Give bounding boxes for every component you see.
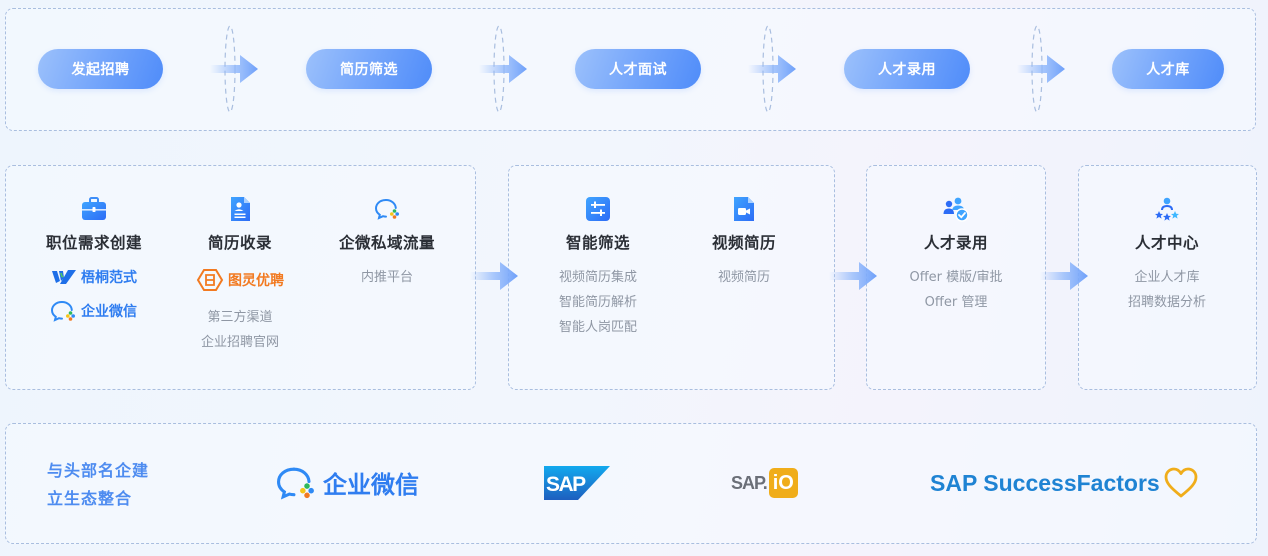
column-title: 智能筛选 [565, 234, 630, 252]
column-title: 人才中心 [1134, 234, 1199, 252]
partner-logo-sap-io: SAP. iO [731, 468, 798, 498]
brand-wutong: 梧桐范式 [51, 267, 137, 287]
flow-step-start-recruiting[interactable]: 发起招聘 [38, 49, 163, 89]
video-file-icon [734, 197, 754, 221]
flow-arrow-icon [1017, 25, 1065, 113]
partner-name: SAP SuccessFactors [930, 469, 1160, 496]
column-title: 企微私域流量 [338, 234, 435, 252]
module-arrow-icon [829, 262, 877, 290]
column-item: 招聘数据分析 [1127, 295, 1206, 310]
flow-step-resume-screening[interactable]: 简历筛选 [306, 49, 432, 89]
module-arrow-icon [1040, 262, 1088, 290]
ecosystem-title: 与头部名企建 立生态整合 [47, 457, 149, 513]
column-item: 智能简历解析 [558, 295, 637, 310]
module-column-position-creation: 职位需求创建 梧桐范式 企业微信 [44, 196, 144, 322]
ecosystem-title-line: 与头部名企建 [47, 461, 150, 480]
users-check-icon [943, 197, 969, 222]
partner-logo-wecom: 企业微信 [277, 465, 419, 500]
column-item: 企业人才库 [1134, 270, 1200, 285]
brand-wecom: 企业微信 [51, 300, 137, 322]
heart-icon [1164, 467, 1198, 498]
column-title: 人才录用 [923, 234, 988, 252]
partner-name: SAP [546, 473, 586, 496]
module-column-resume-collection: 简历收录 图灵优聘 第三方渠道 企业招聘官网 [185, 196, 295, 355]
column-title: 视频简历 [711, 234, 776, 252]
partner-name: 企业微信 [323, 471, 419, 499]
resume-document-icon [231, 197, 250, 221]
brand-tuling: 图灵优聘 [196, 269, 284, 291]
flow-step-talent-pool[interactable]: 人才库 [1112, 49, 1224, 89]
module-column-smart-screening: 智能筛选 视频简历集成 智能简历解析 智能人岗匹配 [548, 196, 648, 340]
column-title: 简历收录 [207, 234, 272, 252]
column-item: 视频简历集成 [558, 270, 637, 285]
wecom-logo-icon [277, 467, 316, 500]
column-item: 视频简历 [717, 270, 770, 285]
column-title: 职位需求创建 [45, 234, 142, 252]
wutong-logo-icon [52, 270, 76, 284]
module-column-talent-center: 人才中心 企业人才库 招聘数据分析 [1097, 196, 1237, 315]
tuling-logo-icon [196, 269, 224, 291]
column-item: 第三方渠道 [207, 310, 273, 325]
module-column-wecom-private-traffic: 企微私域流量 内推平台 [332, 196, 442, 290]
column-item: 内推平台 [360, 270, 413, 285]
flow-step-hiring[interactable]: 人才录用 [844, 49, 970, 89]
wecom-chat-icon [375, 199, 400, 220]
wecom-logo-icon [51, 301, 76, 322]
partner-name: SAP. [731, 472, 768, 493]
column-item: Offer 模版/审批 [909, 270, 1003, 285]
brand-name: 图灵优聘 [228, 273, 284, 289]
module-column-hiring: 人才录用 Offer 模版/审批 Offer 管理 [886, 196, 1026, 315]
ecosystem-panel [5, 423, 1257, 544]
screening-module-panel [508, 165, 835, 390]
flow-arrow-icon [748, 25, 796, 113]
person-stars-icon [1155, 197, 1179, 221]
partner-logo-sap: SAP [544, 466, 610, 500]
module-column-video-resume: 视频简历 视频简历 [694, 196, 794, 290]
brand-name: 企业微信 [81, 304, 137, 320]
sap-logo-icon: SAP [544, 466, 610, 500]
column-item: 智能人岗匹配 [558, 320, 637, 335]
flow-arrow-icon [210, 25, 258, 113]
ecosystem-title-line: 立生态整合 [47, 489, 133, 508]
module-arrow-icon [470, 262, 518, 290]
flow-arrow-icon [479, 25, 527, 113]
column-item: Offer 管理 [924, 295, 988, 310]
column-item: 企业招聘官网 [200, 335, 279, 350]
flow-step-interview[interactable]: 人才面试 [575, 49, 701, 89]
brand-name: 梧桐范式 [81, 270, 137, 286]
briefcase-icon [82, 197, 106, 220]
partner-logo-successfactors: SAP SuccessFactors [930, 467, 1198, 499]
sap-io-logo-icon: iO [768, 468, 798, 498]
sliders-filter-icon [586, 197, 610, 221]
